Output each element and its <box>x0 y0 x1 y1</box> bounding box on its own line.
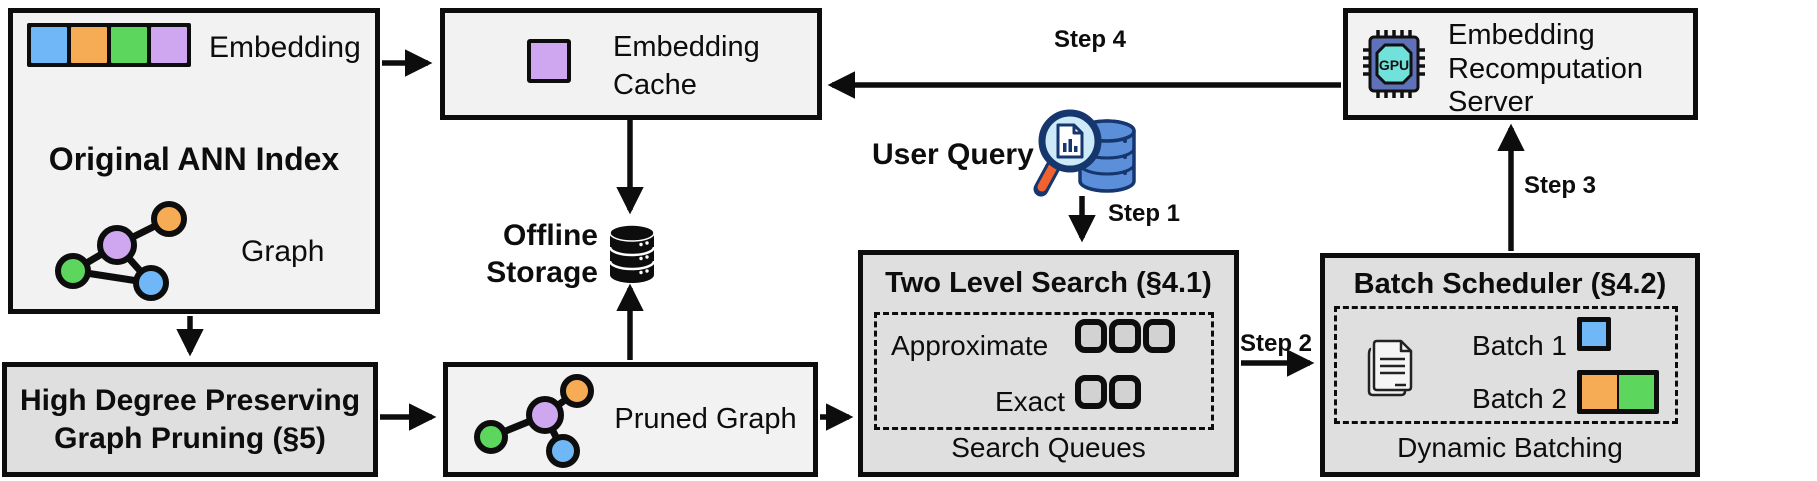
batch2-label: Batch 2 <box>1472 383 1567 414</box>
query-search-icon <box>1033 109 1136 197</box>
embedding-cell-green <box>111 27 147 63</box>
exact-queue-slots <box>1075 375 1141 409</box>
batch2-cell-orange <box>1582 375 1617 409</box>
batch2-swatch <box>1577 370 1659 414</box>
batch-scheduler-box: Batch Scheduler (§4.2) Batch 1 Batch 2 D… <box>1320 253 1700 477</box>
step2-label: Step 2 <box>1240 330 1313 357</box>
pruned-graph-label: Pruned Graph <box>614 402 797 435</box>
recomputation-server-label: Embedding Recomputation Server <box>1448 19 1644 119</box>
pruned-graph-box: Pruned Graph <box>443 362 818 477</box>
search-queues-panel: Approximate Exact <box>874 312 1214 430</box>
recomputation-server-box: GPU Embedding Recomputation Server <box>1343 8 1698 120</box>
search-queues-label: Search Queues <box>951 431 1146 463</box>
queue-slot-icon <box>1109 375 1141 409</box>
embedding-cell-orange <box>71 27 107 63</box>
queue-slot-icon <box>1075 375 1107 409</box>
embedding-label: Embedding <box>209 31 361 64</box>
dynamic-batching-panel: Batch 1 Batch 2 <box>1334 306 1678 424</box>
graph-icon <box>55 201 187 301</box>
user-query-label: User Query <box>872 138 1034 171</box>
exact-label: Exact <box>994 386 1065 417</box>
embedding-cell-blue <box>31 27 67 63</box>
pruned-graph-icon <box>474 374 594 468</box>
embedding-cache-box: Embedding Cache <box>440 8 822 120</box>
graph-label: Graph <box>241 235 325 268</box>
gpu-chip-icon: GPU <box>1363 30 1425 98</box>
batch1-label: Batch 1 <box>1472 330 1567 361</box>
batch-scheduler-title: Batch Scheduler (§4.2) <box>1353 268 1667 300</box>
high-degree-pruning-line2: Graph Pruning (§5) <box>54 421 326 455</box>
queue-slot-icon <box>1143 319 1175 353</box>
cached-embedding-icon <box>527 39 571 83</box>
embedding-vector-icon <box>27 23 191 67</box>
embedding-cell-purple <box>151 27 187 63</box>
batch2-cell-green <box>1619 375 1654 409</box>
offline-storage-label: Offline Storage <box>486 219 598 289</box>
approximate-queue-slots <box>1075 319 1175 353</box>
gpu-chip-label: GPU <box>1379 57 1409 73</box>
dynamic-batching-label: Dynamic Batching <box>1397 431 1623 463</box>
step1-label: Step 1 <box>1108 200 1181 227</box>
step4-label: Step 4 <box>1053 26 1127 53</box>
two-level-search-title: Two Level Search (§4.1) <box>885 267 1212 299</box>
high-degree-pruning-box: High Degree Preserving Graph Pruning (§5… <box>2 362 378 477</box>
original-ann-index-title: Original ANN Index <box>48 141 340 177</box>
queue-slot-icon <box>1075 319 1107 353</box>
batch1-swatch <box>1577 317 1611 351</box>
documents-icon <box>1367 339 1413 397</box>
queue-slot-icon <box>1109 319 1141 353</box>
high-degree-pruning-line1: High Degree Preserving <box>19 384 361 417</box>
two-level-search-box: Two Level Search (§4.1) Approximate Exac… <box>858 250 1239 477</box>
embedding-cache-label: Embedding Cache <box>613 31 760 101</box>
step3-label: Step 3 <box>1524 172 1597 199</box>
original-ann-index-box: Embedding Original ANN Index Graph <box>8 8 380 314</box>
approximate-label: Approximate <box>891 330 1049 361</box>
database-icon <box>608 224 656 283</box>
